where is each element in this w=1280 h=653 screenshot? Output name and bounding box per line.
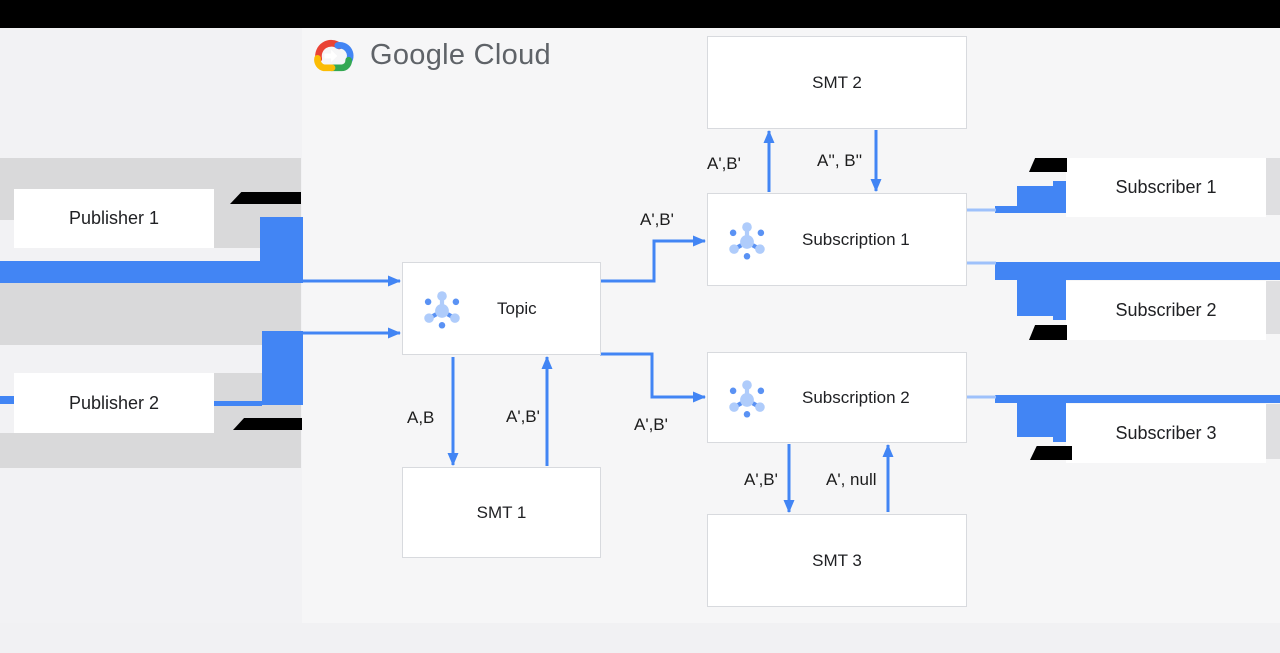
thick-arrow-subscriber1 bbox=[1053, 181, 1066, 187]
redacted-label bbox=[233, 418, 302, 430]
edge-label-topic-to-smt1: A,B bbox=[407, 408, 435, 427]
node-subscriber3: Subscriber 3 bbox=[1066, 404, 1266, 463]
node-label: Topic bbox=[497, 298, 537, 318]
pubsub-icon bbox=[424, 290, 460, 329]
node-publisher2: Publisher 2 bbox=[14, 373, 214, 433]
node-label: SMT 2 bbox=[812, 72, 862, 92]
node-smt3: SMT 3 bbox=[707, 514, 967, 607]
thick-arrow-subscriber2 bbox=[1053, 316, 1066, 320]
thick-arrow-publisher2 bbox=[0, 396, 14, 404]
background-bar bbox=[0, 433, 301, 468]
bottom-strip bbox=[0, 623, 1280, 653]
logo-text: Google Cloud bbox=[370, 38, 551, 71]
redacted-label bbox=[1029, 325, 1067, 340]
thick-arrow-publisher2 bbox=[214, 401, 262, 406]
thick-arrow-publisher1 bbox=[0, 261, 260, 283]
edge-topic-to-subscription1 bbox=[601, 235, 706, 283]
node-publisher1: Publisher 1 bbox=[14, 189, 214, 248]
node-smt1: SMT 1 bbox=[402, 467, 601, 558]
thick-arrow-subscriber1 bbox=[1017, 186, 1066, 213]
edge-label-smt1-to-topic: A',B' bbox=[506, 407, 540, 426]
redacted-label bbox=[230, 192, 301, 204]
pubsub-icon bbox=[729, 379, 765, 418]
redacted-label bbox=[1030, 446, 1072, 460]
node-subscription1: Subscription 1 bbox=[707, 193, 967, 286]
node-label: Subscription 1 bbox=[802, 229, 910, 249]
background-bar bbox=[0, 283, 301, 345]
node-label: Subscription 2 bbox=[802, 387, 910, 407]
background-strip bbox=[1266, 281, 1280, 334]
redacted-label bbox=[1029, 158, 1067, 172]
thick-arrow-subscriber1 bbox=[995, 206, 1017, 213]
node-label: Subscriber 2 bbox=[1115, 300, 1217, 320]
node-label: Publisher 1 bbox=[68, 208, 160, 228]
pubsub-icon bbox=[729, 221, 765, 260]
edge-label-smt2-to-subscription1: A'', B'' bbox=[817, 151, 863, 170]
thick-arrow-publisher2 bbox=[262, 331, 303, 405]
google-cloud-logo: Google Cloud bbox=[310, 36, 551, 74]
edge-label-topic-to-subscription1: A',B' bbox=[640, 210, 674, 229]
edge-label-subscription1-to-smt2: A',B' bbox=[707, 154, 741, 173]
node-smt2: SMT 2 bbox=[707, 36, 967, 129]
thick-arrow-subscriber3 bbox=[1053, 437, 1066, 442]
thick-arrow-publisher1 bbox=[260, 217, 303, 283]
node-label: Subscriber 1 bbox=[1115, 177, 1217, 197]
thick-arrow-subscriber2 bbox=[995, 262, 1280, 280]
node-subscription2: Subscription 2 bbox=[707, 352, 967, 443]
edge-topic-to-subscription2 bbox=[600, 352, 706, 403]
edge-label-smt3-to-subscription2: A', null bbox=[826, 470, 877, 489]
node-subscriber2: Subscriber 2 bbox=[1066, 281, 1266, 340]
thick-arrow-subscriber3 bbox=[1017, 403, 1066, 437]
google-cloud-icon bbox=[314, 39, 354, 72]
node-label: Publisher 2 bbox=[68, 392, 160, 413]
background-strip bbox=[1266, 158, 1280, 215]
node-subscriber1: Subscriber 1 bbox=[1066, 158, 1266, 217]
node-label: SMT 1 bbox=[476, 502, 527, 522]
thick-arrow-subscriber2 bbox=[1017, 280, 1066, 316]
background-strip bbox=[1266, 404, 1280, 459]
edge-label-topic-to-subscription2: A',B' bbox=[634, 415, 668, 434]
background-bar bbox=[214, 220, 260, 248]
node-topic: Topic bbox=[402, 262, 601, 355]
node-label: Subscriber 3 bbox=[1115, 423, 1217, 443]
node-label: SMT 3 bbox=[812, 550, 862, 570]
top-black-bar bbox=[0, 0, 1280, 28]
thick-arrow-subscriber3 bbox=[995, 395, 1280, 403]
edge-label-subscription2-to-smt3: A',B' bbox=[744, 470, 778, 489]
